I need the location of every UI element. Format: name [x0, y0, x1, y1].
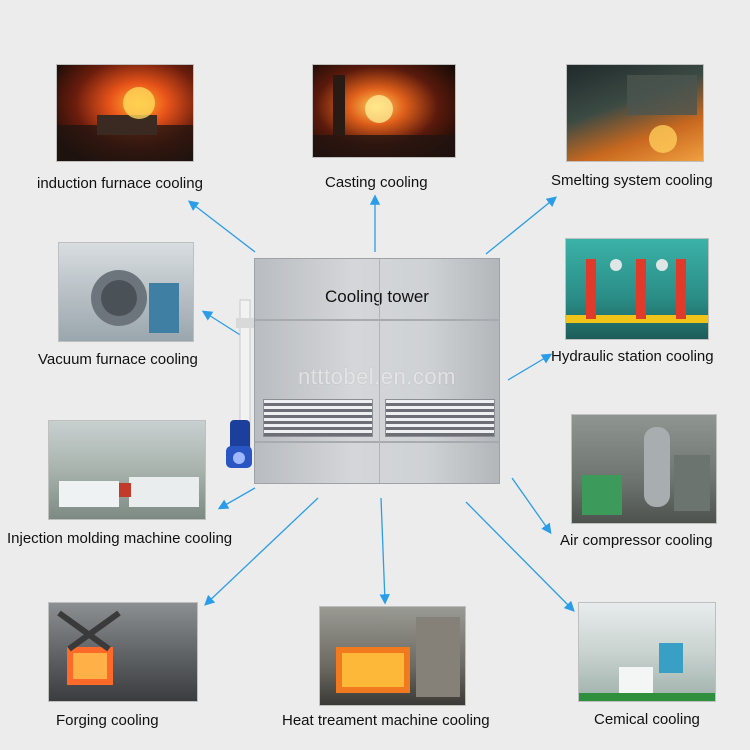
- cooling-tower-title: Cooling tower: [325, 287, 429, 306]
- label-chemical-cooling: Cemical cooling: [594, 711, 700, 728]
- watermark: ntttobel.en.com: [298, 364, 456, 389]
- arrow-smelting: [485, 196, 558, 255]
- label-casting-cooling: Casting cooling: [325, 174, 428, 191]
- tower-louver-right: [385, 399, 495, 437]
- tower-panel-seam: [255, 319, 499, 321]
- forging-photo: [48, 602, 198, 702]
- air-compressor-photo: [571, 414, 717, 524]
- induction-furnace-photo: [56, 64, 194, 162]
- tower-louver-left: [263, 399, 373, 437]
- label-heat-treatment-machine-cooling: Heat treament machine cooling: [282, 712, 490, 729]
- label-smelting-system-cooling: Smelting system cooling: [551, 172, 713, 189]
- label-hydraulic-station-cooling: Hydraulic station cooling: [551, 348, 714, 365]
- heat-treatment-icon: [336, 617, 460, 697]
- injection-molding-photo: [48, 420, 206, 520]
- arrow-vacuum: [201, 310, 246, 339]
- injection-machine-icon: [59, 477, 199, 507]
- arrow-aircompressor: [511, 477, 552, 535]
- casting-photo: [312, 64, 456, 158]
- arrow-induction: [187, 200, 256, 253]
- label-air-compressor-cooling: Air compressor cooling: [560, 532, 713, 549]
- label-vacuum-furnace-cooling: Vacuum furnace cooling: [38, 351, 198, 368]
- air-compressor-icon: [582, 427, 710, 515]
- label-induction-furnace-cooling: induction furnace cooling: [37, 175, 203, 192]
- casting-scene-icon: [313, 75, 455, 157]
- forging-icon: [57, 610, 121, 685]
- chemical-photo: [578, 602, 716, 702]
- arrow-injection: [217, 487, 256, 510]
- arrow-hydraulic: [507, 353, 553, 381]
- vacuum-furnace-icon: [91, 270, 179, 333]
- label-forging-cooling: Forging cooling: [56, 712, 159, 729]
- hydraulic-station-icon: [566, 259, 708, 323]
- tower-vertical-seam: [379, 259, 380, 483]
- smelting-photo: [566, 64, 704, 162]
- smelting-scene-icon: [627, 75, 697, 153]
- heat-treatment-photo: [319, 606, 466, 706]
- label-injection-molding-machine-cooling: Injection molding machine cooling: [7, 530, 233, 547]
- hydraulic-station-photo: [565, 238, 709, 340]
- chemical-plant-icon: [579, 643, 715, 701]
- furnace-scene-icon: [57, 87, 193, 161]
- tower-panel-seam: [255, 441, 499, 443]
- arrow-chemical: [465, 501, 575, 612]
- arrow-forging: [204, 497, 319, 606]
- arrow-heattreatment: [379, 497, 390, 605]
- vacuum-furnace-photo: [58, 242, 194, 342]
- cooling-tower: Cooling tower: [254, 258, 500, 484]
